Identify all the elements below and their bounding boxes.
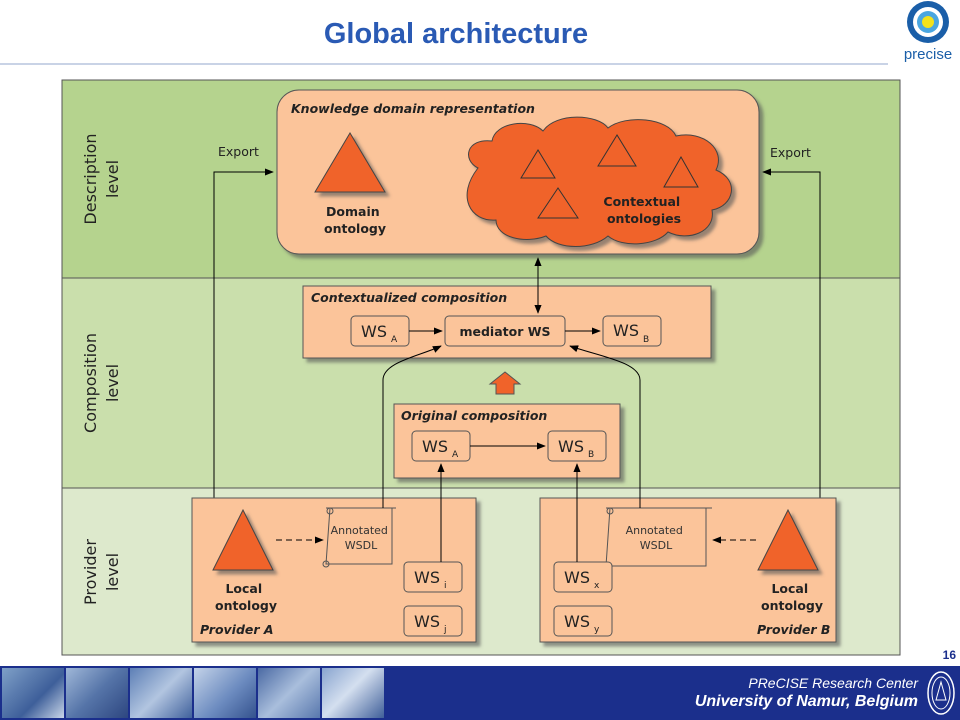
ws-y-sub: y: [594, 625, 600, 635]
footer-research-center: PReCISE Research Center: [748, 675, 918, 691]
local-ontology-a-label: Local ontology: [215, 581, 277, 613]
ws-x-box: [553, 561, 613, 593]
footer-photo-5: [258, 668, 320, 718]
orig-ws-b-sub: B: [588, 450, 594, 460]
svg-text:level: level: [103, 364, 122, 402]
title-divider: [0, 63, 888, 65]
contextual-ontologies-label: Contextual ontologies: [603, 194, 684, 226]
description-level-label: Description level: [81, 133, 122, 224]
footer-photo-3: [130, 668, 192, 718]
slide-title: Global architecture: [323, 18, 589, 50]
ws-y-box: [553, 605, 613, 637]
svg-text:level: level: [103, 160, 122, 198]
provider-b-label: Provider B: [757, 622, 830, 637]
export-left-arrow: [213, 168, 274, 540]
footer-photo-4: [194, 668, 256, 718]
local-ontology-b-label: Local ontology: [761, 581, 823, 613]
page-number: 16: [942, 648, 956, 662]
orig-ws-a-sub: A: [452, 450, 459, 460]
ws-j-box: [403, 605, 463, 637]
footer-photo-2: [66, 668, 128, 718]
local-ontology-a-triangle: [212, 508, 274, 571]
mediator-ws-label: mediator WS: [459, 324, 550, 339]
ws-x-sub: x: [594, 581, 600, 591]
ctx-ws-b-box: [602, 315, 662, 347]
ctx-ws-b-label: WS: [613, 321, 639, 340]
contextual-triangle-3: [663, 155, 699, 188]
svg-text:Composition: Composition: [81, 333, 100, 433]
annotated-wsdl-a-label: Annotated WSDL: [331, 524, 392, 552]
ws-x-label: WS: [564, 568, 590, 587]
export-left-label: Export: [218, 144, 259, 159]
domain-ontology-label: Domain ontology: [324, 204, 386, 236]
original-composition-title: Original composition: [401, 408, 547, 423]
contextual-ontologies-cloud: [466, 116, 732, 247]
annotated-wsdl-b-label: Annotated WSDL: [626, 524, 687, 552]
orig-ws-b-box: [547, 430, 607, 462]
footer-photo-1: [2, 668, 64, 718]
wsdl-a-to-mediator-arrow: [382, 345, 442, 508]
ws-i-sub: i: [444, 581, 447, 591]
architecture-diagram: Description level Composition level Prov…: [61, 79, 901, 656]
precise-logo: [907, 1, 949, 43]
ctx-ws-a-label: WS: [361, 322, 387, 341]
provider-level-label: Provider level: [81, 539, 122, 605]
svg-text:Provider: Provider: [81, 539, 100, 605]
composition-level-label: Composition level: [81, 333, 122, 433]
university-seal-icon: [927, 671, 955, 715]
ws-j-label: WS: [414, 612, 440, 631]
ws-j-sub: j: [443, 625, 447, 635]
orig-ws-b-label: WS: [558, 437, 584, 456]
ws-i-label: WS: [414, 568, 440, 587]
svg-text:level: level: [103, 553, 122, 591]
annotated-wsdl-b-scroll: [605, 507, 707, 567]
ctx-ws-a-sub: A: [391, 335, 398, 345]
ctx-ws-b-sub: B: [643, 335, 649, 345]
domain-ontology-triangle: [314, 132, 386, 193]
wsdl-b-to-mediator-arrow: [569, 345, 641, 508]
svg-text:Description: Description: [81, 133, 100, 224]
knowledge-domain-title: Knowledge domain representation: [291, 101, 535, 116]
contextual-triangle-4: [537, 187, 579, 219]
logo-text: precise: [903, 46, 953, 63]
ws-y-label: WS: [564, 612, 590, 631]
ws-i-box: [403, 561, 463, 593]
contextual-triangle-1: [520, 149, 556, 179]
footer-photo-6: [322, 668, 384, 718]
contextual-triangle-2: [597, 134, 637, 167]
orig-ws-a-label: WS: [422, 437, 448, 456]
transformation-up-arrow: [488, 371, 522, 395]
contextualized-composition-title: Contextualized composition: [311, 290, 507, 305]
export-right-label: Export: [770, 145, 811, 160]
footer-university: University of Namur, Belgium: [694, 693, 918, 710]
provider-a-label: Provider A: [200, 622, 274, 637]
local-ontology-b-triangle: [757, 508, 819, 571]
